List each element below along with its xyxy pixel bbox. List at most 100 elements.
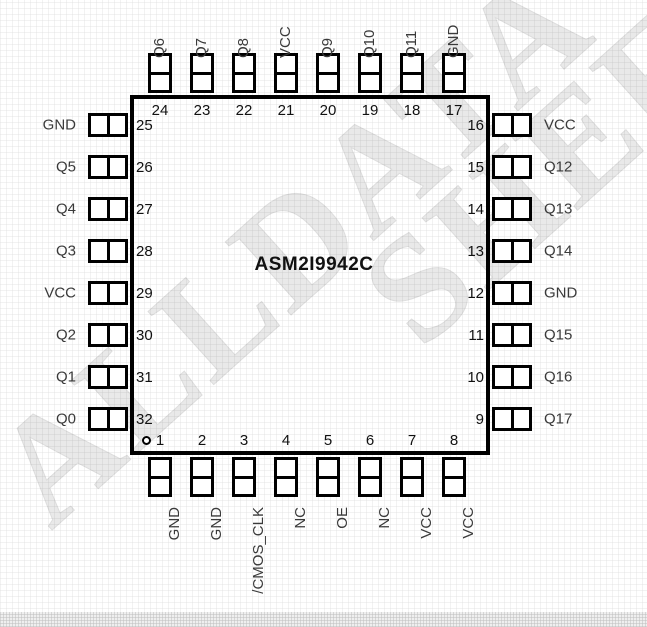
- signal-label-28: Q3: [55, 242, 76, 260]
- pad-cell: [495, 242, 514, 260]
- bottom-edge-band: [0, 612, 647, 627]
- pad-cell: [403, 75, 421, 91]
- pin-pad-left-30: [88, 323, 128, 347]
- pad-cell: [514, 410, 530, 428]
- pin-pad-left-29: [88, 281, 128, 305]
- pin1-indicator-dot: [142, 436, 151, 445]
- signal-label-7: VCC: [418, 507, 435, 539]
- signal-label-4: NC: [292, 507, 309, 529]
- pad-cell: [514, 200, 530, 218]
- pad-cell: [91, 410, 110, 428]
- pin-pad-top-24: [148, 53, 172, 93]
- signal-label-26: Q5: [55, 158, 76, 176]
- pin-number-6: 6: [365, 432, 375, 449]
- pad-cell: [277, 479, 295, 495]
- pin-pad-bottom-8: [442, 457, 466, 497]
- pad-cell: [514, 284, 530, 302]
- pin-number-10: 10: [467, 369, 484, 386]
- pad-cell: [514, 158, 530, 176]
- pad-cell: [193, 75, 211, 91]
- pad-cell: [495, 116, 514, 134]
- pin-pad-bottom-5: [316, 457, 340, 497]
- pin-pad-right-11: [492, 323, 532, 347]
- signal-label-5: OE: [334, 507, 351, 529]
- pad-cell: [495, 200, 514, 218]
- pin-pad-right-15: [492, 155, 532, 179]
- pin-pad-left-28: [88, 239, 128, 263]
- pin-pad-right-10: [492, 365, 532, 389]
- pad-cell: [445, 75, 463, 91]
- pin-pad-top-21: [274, 53, 298, 93]
- pin-number-15: 15: [467, 159, 484, 176]
- signal-label-27: Q4: [55, 200, 76, 218]
- signal-label-18: Q11: [403, 30, 420, 58]
- pad-cell: [361, 460, 379, 479]
- signal-label-2: GND: [208, 507, 225, 541]
- signal-label-19: Q10: [361, 29, 378, 58]
- pad-cell: [445, 460, 463, 479]
- pin-number-27: 27: [136, 201, 153, 218]
- signal-label-21: VCC: [277, 26, 294, 58]
- pin-number-31: 31: [136, 369, 153, 386]
- pad-cell: [91, 326, 110, 344]
- pin-number-3: 3: [239, 432, 249, 449]
- pin-pad-left-25: [88, 113, 128, 137]
- pin-pad-left-32: [88, 407, 128, 431]
- pad-cell: [495, 410, 514, 428]
- pin-pad-right-9: [492, 407, 532, 431]
- pad-cell: [110, 284, 126, 302]
- signal-label-20: Q9: [319, 37, 336, 58]
- pin-number-8: 8: [449, 432, 459, 449]
- signal-label-1: GND: [166, 507, 183, 541]
- pin-pad-right-14: [492, 197, 532, 221]
- pad-cell: [445, 479, 463, 495]
- pin-pad-right-13: [492, 239, 532, 263]
- pad-cell: [361, 479, 379, 495]
- pad-cell: [91, 368, 110, 386]
- pin-number-1: 1: [155, 432, 165, 449]
- pad-cell: [319, 75, 337, 91]
- pad-cell: [91, 116, 110, 134]
- pin-number-24: 24: [151, 102, 169, 119]
- pin-pad-top-17: [442, 53, 466, 93]
- pad-cell: [91, 242, 110, 260]
- signal-label-10: Q16: [544, 368, 573, 386]
- pad-cell: [445, 56, 463, 75]
- signal-label-11: Q15: [544, 326, 573, 344]
- pin-number-23: 23: [193, 102, 211, 119]
- pin-number-30: 30: [136, 327, 153, 344]
- pad-cell: [235, 479, 253, 495]
- pin-pad-left-31: [88, 365, 128, 389]
- pad-cell: [277, 75, 295, 91]
- pad-cell: [151, 460, 169, 479]
- pin-number-16: 16: [467, 117, 484, 134]
- signal-label-13: Q14: [544, 242, 573, 260]
- pin-number-12: 12: [467, 285, 484, 302]
- pad-cell: [110, 200, 126, 218]
- pad-cell: [91, 200, 110, 218]
- pad-cell: [514, 116, 530, 134]
- pin-pad-bottom-2: [190, 457, 214, 497]
- pin-number-14: 14: [467, 201, 484, 218]
- pin-pad-left-26: [88, 155, 128, 179]
- pin-pad-bottom-1: [148, 457, 172, 497]
- pin-number-20: 20: [319, 102, 337, 119]
- pin-number-7: 7: [407, 432, 417, 449]
- pad-cell: [91, 158, 110, 176]
- pin-pad-bottom-4: [274, 457, 298, 497]
- part-number-label: ASM2I9942C: [254, 254, 374, 275]
- pin-pad-top-20: [316, 53, 340, 93]
- pad-cell: [319, 460, 337, 479]
- pin-number-9: 9: [475, 411, 484, 428]
- signal-label-29: VCC: [44, 284, 76, 302]
- pad-cell: [151, 75, 169, 91]
- pad-cell: [110, 116, 126, 134]
- pad-cell: [403, 56, 421, 75]
- signal-label-32: Q0: [55, 410, 76, 428]
- pin-pad-right-16: [492, 113, 532, 137]
- pad-cell: [193, 479, 211, 495]
- pad-cell: [277, 56, 295, 75]
- pin-number-2: 2: [197, 432, 207, 449]
- pad-cell: [110, 326, 126, 344]
- pad-cell: [151, 56, 169, 75]
